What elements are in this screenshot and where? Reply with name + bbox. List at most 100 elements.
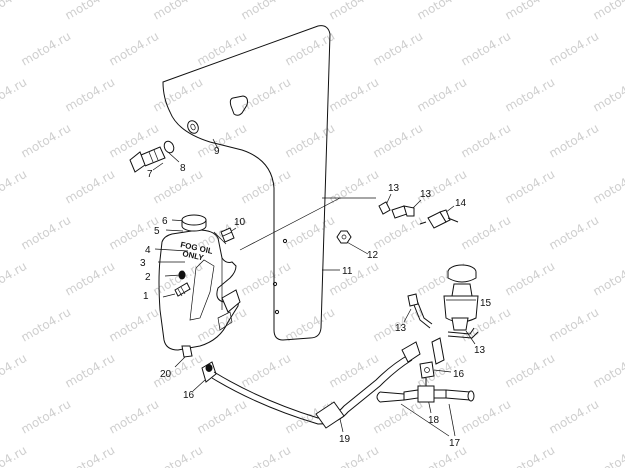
watermark-text: moto4.ru [239,75,294,115]
watermark-text: moto4.ru [151,0,206,23]
watermark-text: moto4.ru [591,75,625,115]
watermark-text: moto4.ru [283,121,338,161]
callout-12: 12 [367,250,379,261]
watermark-text: moto4.ru [547,397,602,437]
washer-part-8 [163,140,175,154]
watermark-text: moto4.ru [151,167,206,207]
watermark-text: moto4.ru [503,443,558,468]
watermark-text: moto4.ru [371,213,426,253]
watermark-text: moto4.ru [63,351,118,391]
callout-2: 2 [145,272,151,283]
watermark-text: moto4.ru [107,305,162,345]
watermark-text: moto4.ru [591,351,625,391]
watermark-text: moto4.ru [107,213,162,253]
watermark-text: moto4.ru [107,397,162,437]
watermark-text: moto4.ru [0,75,29,115]
watermark-text: moto4.ru [63,167,118,207]
watermark-text: moto4.ru [283,213,338,253]
outlet-fitting-part-20 [181,345,193,358]
bracket-hole-3 [282,238,288,244]
watermark-text: moto4.ru [371,397,426,437]
bracket-slot [229,95,248,116]
watermark-text: moto4.ru [459,213,514,253]
watermark-text: moto4.ru [503,351,558,391]
watermark-text: moto4.ru [503,0,558,23]
grommet-part-9 [187,120,199,134]
watermark-text: moto4.ru [239,351,294,391]
watermark-text: moto4.ru [19,213,74,253]
watermark-text: moto4.ru [459,121,514,161]
watermark-text: moto4.ru [327,0,382,23]
tube-part-13-mid [431,337,445,365]
watermark-text: moto4.ru [239,259,294,299]
watermark-text: moto4.ru [547,29,602,69]
watermark-text: moto4.ru [415,75,470,115]
watermark-text: moto4.ru [239,0,294,23]
watermark-text: moto4.ru [591,443,625,468]
seal-part-2 [178,270,186,280]
fitting-part-10 [220,227,235,243]
callout-10: 10 [234,217,246,228]
oil-cap-part-6 [181,214,207,232]
watermark-text: moto4.ru [195,397,250,437]
callout-9: 9 [214,146,220,157]
callout-7: 7 [147,169,153,180]
callout-17: 17 [449,438,461,449]
leader-lines [152,138,479,437]
callout-20: 20 [160,369,172,380]
clamp-part-16-upper [419,361,435,379]
fitting-part-13-b [391,205,415,219]
callout-3: 3 [140,258,146,269]
tube-part-13-left [407,293,433,329]
watermark-text: moto4.ru [63,0,118,23]
callout-16-a: 16 [183,390,195,401]
watermark-text: moto4.ru [151,351,206,391]
watermark-text: moto4.ru [151,75,206,115]
callout-13-d: 13 [474,345,486,356]
watermark-text: moto4.ru [0,0,29,23]
callout-15: 15 [480,298,492,309]
bolt-part-7 [129,146,166,173]
watermark-text: moto4.ru [547,305,602,345]
watermark-text: moto4.ru [327,351,382,391]
watermark-text: moto4.ru [19,29,74,69]
watermark-text: moto4.ru [547,213,602,253]
connecting-line-part-11 [239,197,341,251]
watermark-text: moto4.ru [63,259,118,299]
watermark-text: moto4.ru [0,259,29,299]
fuel-lines-part-17 [376,389,475,403]
callout-11: 11 [342,266,353,277]
watermark-text: moto4.ru [459,29,514,69]
watermark-text: moto4.ru [327,443,382,468]
watermark-text: moto4.ru [503,259,558,299]
watermark-text: moto4.ru [63,75,118,115]
watermark-text: moto4.ru [591,167,625,207]
watermark-text: moto4.ru [239,443,294,468]
callout-16-b: 16 [453,369,465,380]
watermark-text: moto4.ru [63,443,118,468]
primer-pump-part-15 [443,264,479,331]
watermark-text: moto4.ru [459,397,514,437]
watermark-text: moto4.ru [151,443,206,468]
watermark-text: moto4.ru [327,259,382,299]
watermark-text: moto4.ru [547,121,602,161]
watermark-text: moto4.ru [503,167,558,207]
callout-14: 14 [455,198,467,209]
fitting-part-13-a [378,201,391,215]
watermark-text: moto4.ru [591,259,625,299]
watermark-text: moto4.ru [283,305,338,345]
bracket-hole-2 [274,309,280,315]
callout-5: 5 [154,226,160,237]
watermark-text: moto4.ru [19,121,74,161]
watermark-text: moto4.ru [107,29,162,69]
clamp-part-16-lower [201,361,217,383]
watermark-text: moto4.ru [0,351,29,391]
callout-4: 4 [145,245,151,256]
watermark-text: moto4.ru [371,29,426,69]
callout-13-b: 13 [420,189,432,200]
watermark-text: moto4.ru [0,167,29,207]
watermark-text: moto4.ru [19,305,74,345]
watermark-text: moto4.ru [503,75,558,115]
